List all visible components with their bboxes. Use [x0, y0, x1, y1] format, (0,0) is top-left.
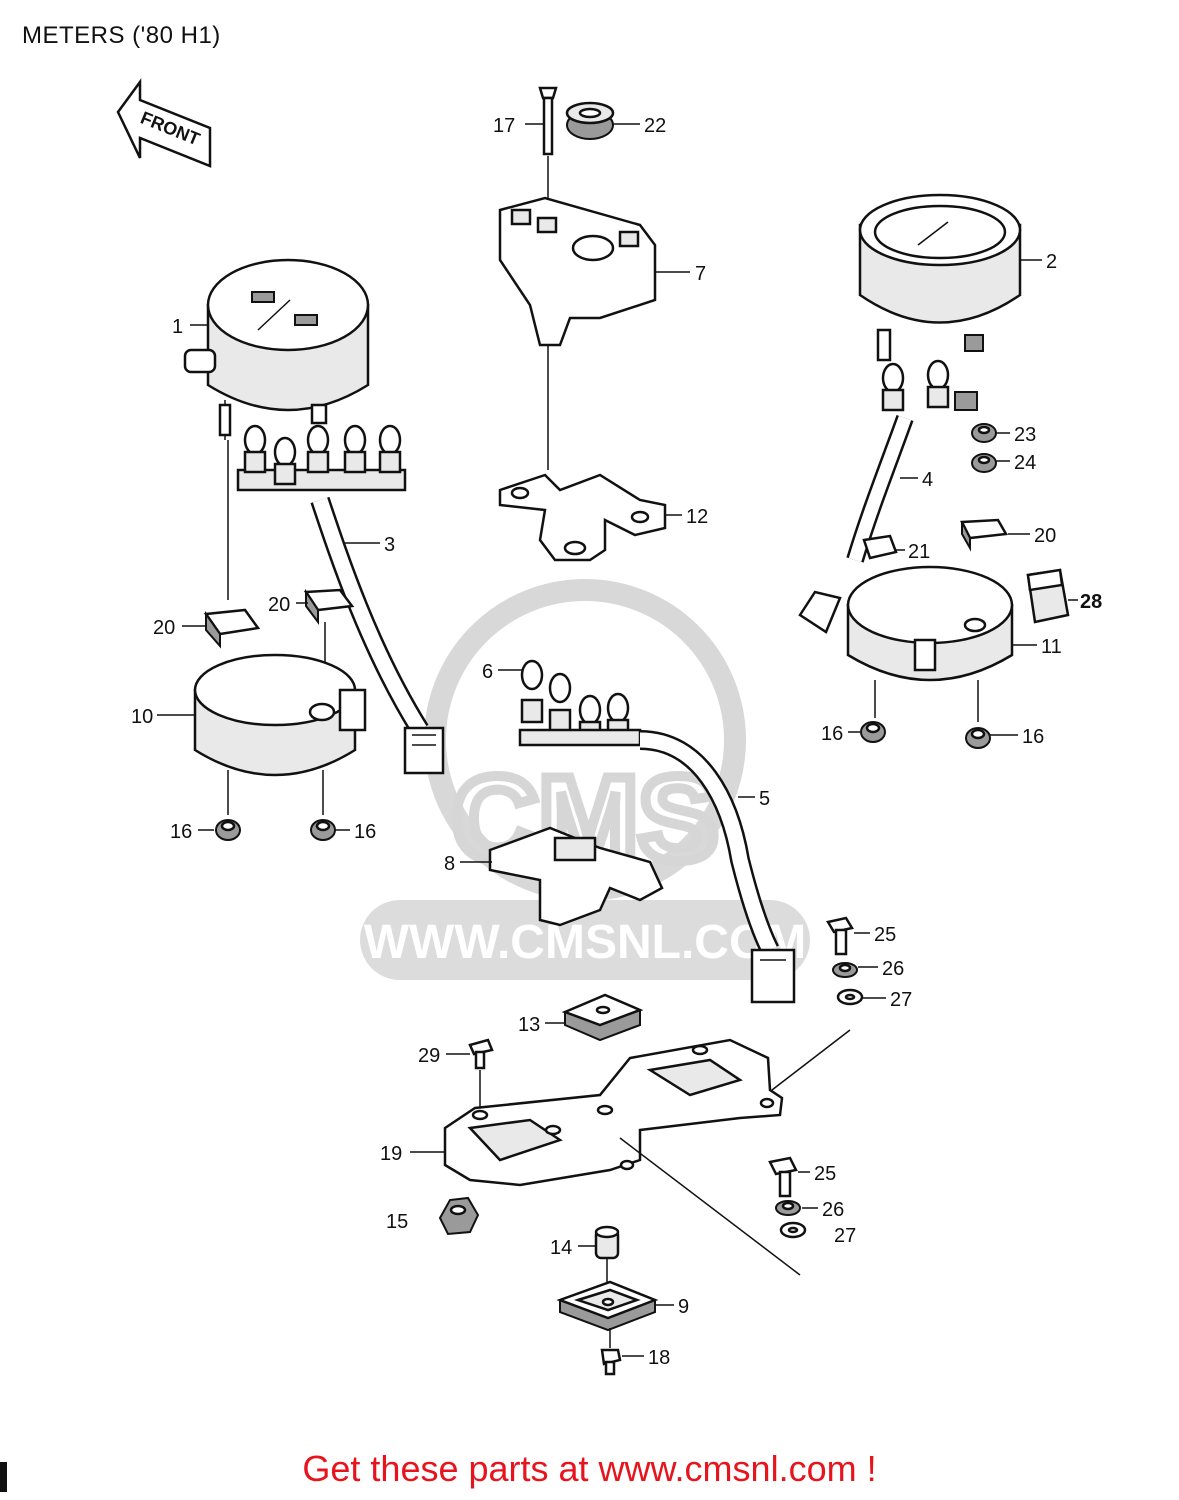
part-29-screw	[468, 1038, 494, 1070]
part-13-pad	[561, 993, 644, 1042]
part-8-bracket	[488, 826, 664, 927]
part-25-bolt-a	[826, 916, 854, 956]
cms-watermark: CMS WWW.CMSNL.COM	[360, 579, 810, 980]
edge-mark	[0, 1462, 7, 1492]
part-26-washer-b	[775, 1200, 801, 1216]
part-7-cover	[498, 196, 657, 347]
callout-20-right: 20	[1034, 525, 1056, 547]
part-4-harness	[798, 359, 978, 634]
part-16-nut-d	[965, 727, 991, 749]
part-20-rubber-right	[960, 518, 1009, 552]
part-27-washer-b	[779, 1221, 807, 1239]
callout-9: 9	[678, 1296, 689, 1318]
callout-12: 12	[686, 506, 708, 528]
callout-10: 10	[131, 706, 153, 728]
callout-28: 28	[1080, 591, 1102, 613]
part-11-cup	[846, 565, 1014, 682]
callout-25-b: 25	[814, 1163, 836, 1185]
callout-18: 18	[648, 1347, 670, 1369]
callout-29: 29	[418, 1045, 440, 1067]
part-15-cap-nut	[438, 1196, 480, 1236]
footer-promo-text: Get these parts at www.cmsnl.com !	[302, 1448, 877, 1489]
callout-2: 2	[1046, 251, 1057, 273]
callout-labels: 17 22 7 2 1 3 12 4 23 24 21 20 28 11 20 …	[131, 115, 1102, 1369]
callout-21: 21	[908, 541, 930, 563]
callout-17: 17	[493, 115, 515, 137]
callout-27-a: 27	[890, 989, 912, 1011]
callout-16-b: 16	[354, 821, 376, 843]
callout-19: 19	[380, 1143, 402, 1165]
part-1-meter	[183, 258, 370, 440]
callout-26-a: 26	[882, 958, 904, 980]
front-arrow: FRONT	[116, 78, 212, 168]
callout-15: 15	[386, 1211, 408, 1233]
part-3-harness	[236, 424, 445, 775]
part-18-screw	[600, 1348, 622, 1376]
callout-22: 22	[644, 115, 666, 137]
part-9-damper	[556, 1280, 659, 1332]
part-27-washer-a	[836, 988, 864, 1006]
part-2-meter	[858, 193, 1022, 362]
part-21-rubber	[862, 534, 898, 560]
callout-25-a: 25	[874, 924, 896, 946]
part-24-nut	[971, 453, 997, 473]
callout-20-center: 20	[268, 594, 290, 616]
callout-5: 5	[759, 788, 770, 810]
part-10-cup	[193, 653, 367, 777]
callout-6: 6	[482, 661, 493, 683]
callout-24: 24	[1014, 452, 1036, 474]
callout-16-c: 16	[821, 723, 843, 745]
callout-26-b: 26	[822, 1199, 844, 1221]
part-5-harness	[639, 730, 796, 1004]
part-20-rubber-center-left	[303, 588, 355, 625]
part-20-rubber-left	[203, 608, 261, 649]
callout-4: 4	[922, 469, 933, 491]
part-16-nut-a	[215, 819, 241, 841]
part-14-collar	[594, 1225, 620, 1260]
part-26-washer-a	[832, 962, 858, 978]
callout-23: 23	[1014, 424, 1036, 446]
part-22-grommet	[565, 101, 615, 140]
part-28-block	[1026, 568, 1070, 624]
callout-7: 7	[695, 263, 706, 285]
callout-14: 14	[550, 1237, 572, 1259]
callout-16-a: 16	[170, 821, 192, 843]
part-19-base-plate	[443, 1038, 784, 1187]
callout-27-b: 27	[834, 1225, 856, 1247]
callout-16-d: 16	[1022, 726, 1044, 748]
part-12-bracket	[498, 473, 667, 562]
part-23-nut	[971, 423, 997, 443]
part-17-screw	[538, 86, 558, 156]
part-6-socket	[518, 659, 642, 747]
callout-20-left: 20	[153, 617, 175, 639]
leader-lines	[157, 123, 1078, 1357]
watermark-url: WWW.CMSNL.COM	[364, 916, 807, 969]
diagram-title: METERS ('80 H1)	[22, 22, 221, 49]
callout-11: 11	[1041, 636, 1062, 658]
part-25-bolt-b	[768, 1156, 798, 1198]
callout-13: 13	[518, 1014, 540, 1036]
callout-1: 1	[172, 316, 183, 338]
part-16-nut-c	[860, 721, 886, 743]
callout-3: 3	[384, 534, 395, 556]
callout-8: 8	[444, 853, 455, 875]
part-16-nut-b	[310, 819, 336, 841]
